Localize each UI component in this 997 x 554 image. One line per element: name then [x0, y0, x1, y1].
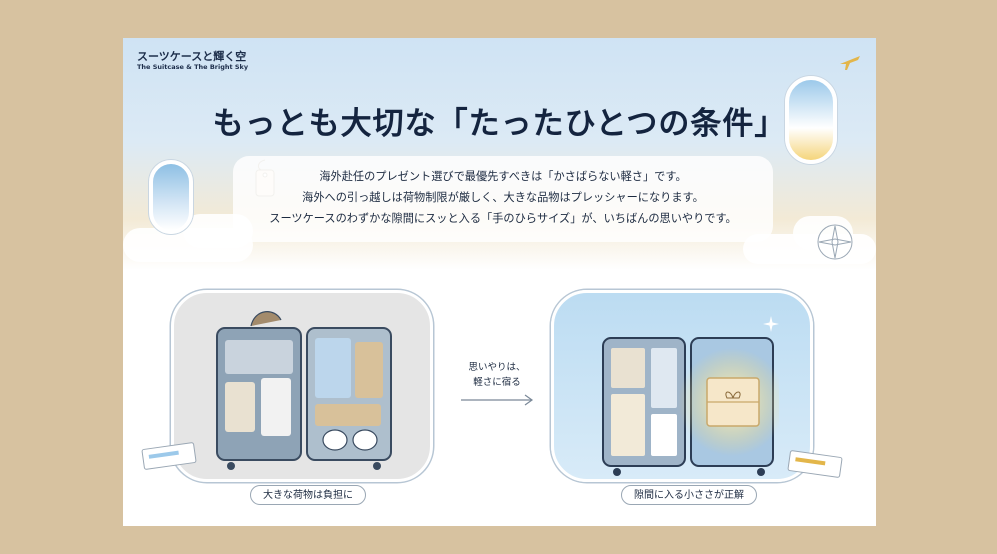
description-line-2: 海外への引っ越しは荷物制限が厳しく、大きな品物はプレッシャーになります。 — [302, 191, 704, 204]
airplane-icon — [840, 56, 860, 70]
cloud — [793, 216, 853, 250]
airplane-window-right — [785, 76, 837, 164]
center-message: 思いやりは、 軽さに宿る — [457, 360, 537, 390]
label-compact-gift: 隙間に入る小ささが正解 — [621, 485, 757, 505]
organized-suitcase-illustration — [602, 337, 779, 476]
description-box — [233, 156, 773, 242]
arrow-right-icon — [461, 394, 534, 406]
page-title: もっとも大切な「たったひとつの条件」 — [212, 106, 787, 142]
description: 海外赴任のプレゼント選びで最優先すべきは「かさばらない軽さ」です。 海外への引っ… — [233, 166, 773, 229]
description-line-1: 海外赴任のプレゼント選びで最優先すべきは「かさばらない軽さ」です。 — [319, 170, 687, 183]
center-line-2: 軽さに宿る — [473, 377, 521, 388]
description-line-3: スーツケースのわずかな隙間にスッと入る「手のひらサイズ」が、いちばんの思いやりで… — [269, 212, 737, 225]
airplane-window-left — [149, 160, 193, 234]
overstuffed-suitcase-illustration — [216, 311, 392, 470]
brand-name-en: The Suitcase & The Bright Sky — [137, 63, 249, 71]
boarding-ticket-icon — [787, 450, 843, 478]
label-heavy-luggage: 大きな荷物は負担に — [250, 485, 366, 505]
sparkle-icon — [763, 316, 779, 332]
boarding-ticket-icon — [141, 442, 197, 470]
center-line-1: 思いやりは、 — [468, 362, 526, 373]
compass-icon — [817, 224, 853, 260]
brand-name-jp: スーツケースと輝く空 — [137, 50, 247, 63]
infographic-card: スーツケースと輝く空 The Suitcase & The Bright Sky… — [123, 38, 876, 526]
